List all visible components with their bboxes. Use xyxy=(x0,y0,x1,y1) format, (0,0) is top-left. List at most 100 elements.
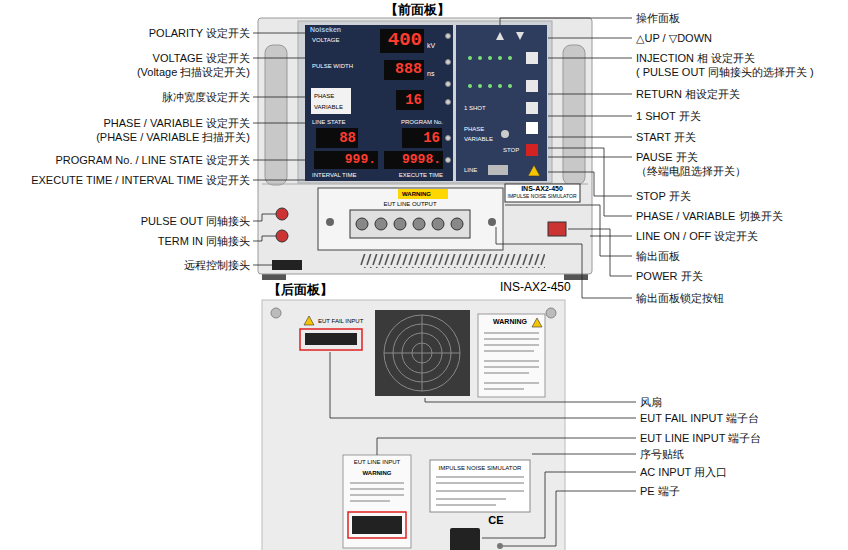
callout-label: 序号贴纸 xyxy=(640,448,684,461)
ac-inlet xyxy=(450,528,480,550)
panel-text: IMPULSE NOISE SIMULATOR xyxy=(439,465,522,472)
fine-print xyxy=(436,476,524,506)
operation-panel xyxy=(456,25,547,181)
coax-connector xyxy=(276,208,288,220)
callout-label: STOP 开关 xyxy=(636,190,691,203)
handle xyxy=(563,45,585,185)
injection-button xyxy=(526,52,538,64)
callout-label: AC INPUT 用入口 xyxy=(640,466,727,479)
panel-heading: 【前面板】 xyxy=(385,3,450,18)
lock-button xyxy=(488,218,496,226)
phase-variable-switch xyxy=(501,130,509,138)
callout-label: 脉冲宽度设定开关 xyxy=(162,91,250,104)
display-digits: 888 xyxy=(395,61,422,78)
leader-line xyxy=(253,123,305,124)
callout-label: EUT FAIL INPUT 端子台 xyxy=(640,412,759,425)
leader-line xyxy=(568,229,632,276)
panel-text: EUT FAIL INPUT xyxy=(318,318,363,325)
line-input-terminal xyxy=(352,516,402,534)
leader-line xyxy=(496,227,632,298)
panel-text: PHASE xyxy=(464,126,484,133)
callout-label: 输出面板 xyxy=(636,250,680,263)
panel-text: PROGRAM No. xyxy=(401,119,443,126)
callout-label: 风扇 xyxy=(640,396,662,409)
panel-text: VOLTAGE xyxy=(312,37,339,44)
leader-line xyxy=(548,116,632,117)
panel-text: EUT LINE INPUT xyxy=(354,459,401,466)
callout-label: TERM IN 同轴接头 xyxy=(158,235,250,248)
leader-line xyxy=(548,172,632,196)
leader-line xyxy=(253,58,305,59)
leader-line xyxy=(377,438,636,455)
callout-label: 远程控制接头 xyxy=(184,259,250,272)
up-button xyxy=(496,32,504,40)
callout-label: PHASE / VARIABLE 切换开关 xyxy=(636,210,783,223)
phase-leds xyxy=(468,56,512,88)
warning-tag xyxy=(398,189,448,199)
panel-text: VARIABLE xyxy=(464,136,493,143)
model-caption: INS-AX2-450 xyxy=(500,281,571,295)
panel-text: PULSE WIDTH xyxy=(312,63,353,70)
fine-print xyxy=(350,482,404,502)
panel-text: 1 SHOT xyxy=(464,105,486,112)
panel-text: STOP xyxy=(503,147,519,154)
model-text: INS-AX2-450 xyxy=(521,185,563,193)
line-switch xyxy=(488,165,508,175)
callout-label: INJECTION 相 设定开关 xyxy=(636,52,755,65)
digit-window xyxy=(384,151,443,169)
callout-label: POLARITY 设定开关 xyxy=(149,27,250,40)
digit-window xyxy=(380,29,424,53)
digit-window xyxy=(314,151,378,169)
leader-line xyxy=(425,398,636,402)
leader-line xyxy=(253,214,276,221)
callout-label: 输出面板锁定按钮 xyxy=(636,292,724,305)
panel-text: LINE STATE xyxy=(312,119,345,126)
terminal-screws xyxy=(356,218,463,230)
leader-line xyxy=(253,265,272,266)
callout-label: START 开关 xyxy=(636,131,696,144)
unit-text: kV xyxy=(427,42,435,50)
panel-text: EUT LINE OUTPUT xyxy=(383,201,436,208)
leader-line xyxy=(253,160,305,161)
callout-label: （终端电阻选择开关） xyxy=(636,165,746,178)
line-input-plate xyxy=(343,455,411,548)
leader-line xyxy=(503,491,636,546)
leader-line xyxy=(500,18,632,25)
leader-lines xyxy=(253,18,636,546)
leader-line xyxy=(330,352,636,418)
handle xyxy=(265,45,287,185)
brand-logo: Noiseken xyxy=(310,26,341,34)
warning-plate xyxy=(478,314,545,397)
display-digits: 88 xyxy=(339,130,356,146)
callout-label: POWER 开关 xyxy=(636,270,703,283)
callout-label: VOLTAGE 设定开关 xyxy=(153,52,250,65)
screw xyxy=(546,308,556,318)
back-panel xyxy=(262,300,565,550)
callout-label: PAUSE 开关 xyxy=(636,151,698,164)
warning-text: WARNING xyxy=(363,470,392,477)
callout-label: EUT LINE INPUT 端子台 xyxy=(640,432,761,445)
housing xyxy=(258,18,592,274)
pe-terminal xyxy=(497,543,503,549)
leader-line xyxy=(253,236,276,241)
leader-line xyxy=(482,472,636,538)
callout-label: PHASE / VARIABLE 设定开关 xyxy=(103,117,250,130)
nameplate xyxy=(505,184,580,202)
callout-label: EXECUTE TIME / INTERVAL TIME 设定开关 xyxy=(31,174,250,187)
screw xyxy=(271,308,281,318)
one-shot-button xyxy=(526,102,538,114)
panel-text: PHASE xyxy=(314,93,334,100)
return-button xyxy=(526,80,538,92)
remote-connector xyxy=(272,260,302,270)
fine-print xyxy=(484,332,539,390)
panel-text: VARIABLE xyxy=(314,104,343,111)
leader-line xyxy=(548,137,632,138)
fan xyxy=(375,310,470,396)
lock-button xyxy=(326,218,334,226)
highlight-box xyxy=(300,329,362,350)
unit-text: ns xyxy=(427,70,434,78)
power-switch xyxy=(548,222,566,236)
panel-text: INTERVAL TIME xyxy=(312,172,356,179)
